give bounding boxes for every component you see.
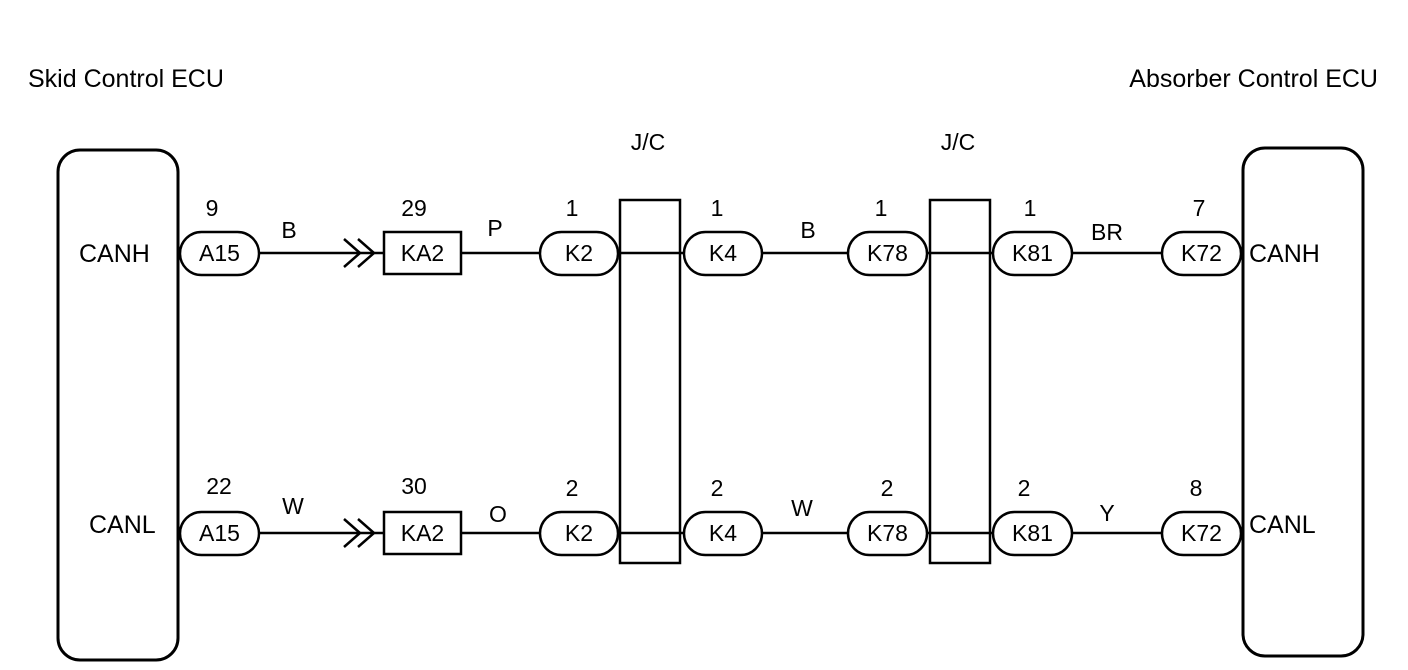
connector-ka2-canl-label: KA2 — [401, 520, 444, 546]
connector-k4-canl — [682, 510, 764, 557]
connector-a15-canh — [178, 230, 261, 277]
pin-number-ka2-canh: 29 — [401, 195, 427, 221]
connector-ka2-canh-label: KA2 — [401, 240, 444, 266]
pin-number-k4-canl: 2 — [711, 475, 724, 501]
connector-k4-canl-label: K4 — [709, 520, 737, 546]
connector-k72-canh-label: K72 — [1181, 240, 1222, 266]
absorber-ecu-pin-canh: CANH — [1249, 240, 1320, 268]
connector-k78-canl — [846, 510, 929, 557]
connector-k78-canl-label: K78 — [867, 520, 908, 546]
pin-number-a15-canl: 22 — [206, 473, 232, 499]
junction-connector-2-label: J/C — [941, 129, 976, 155]
pin-number-ka2-canl: 30 — [401, 473, 427, 499]
pin-number-a15-canh: 9 — [206, 195, 219, 221]
connector-k78-canh — [846, 230, 929, 277]
pin-number-k72-canh: 7 — [1193, 195, 1206, 221]
connector-a15-canh-label: A15 — [199, 240, 240, 266]
connector-k78-canh-label: K78 — [867, 240, 908, 266]
pin-number-k2-canh: 1 — [566, 195, 579, 221]
skid-ecu-pin-canh: CANH — [79, 240, 150, 268]
connector-a15-canl — [178, 510, 261, 557]
connector-k72-canl-label: K72 — [1181, 520, 1222, 546]
pin-number-k2-canl: 2 — [566, 475, 579, 501]
connector-ka2-canl — [382, 510, 463, 556]
pin-number-k78-canh: 1 — [875, 195, 888, 221]
absorber-ecu-pin-canl: CANL — [1249, 511, 1316, 539]
pin-number-k81-canh: 1 — [1024, 195, 1037, 221]
canl-line: A15 KA2 K2 K4 K78 K81 K72 22 30 2 2 2 2 … — [178, 473, 1243, 557]
connector-k2-canl — [538, 510, 620, 557]
connector-k81-canh-label: K81 — [1012, 240, 1053, 266]
canh-inline-arrow-outer — [343, 238, 362, 268]
connector-k4-canh-label: K4 — [709, 240, 737, 266]
canl-inline-arrow-outer — [343, 518, 362, 548]
pin-number-k81-canl: 2 — [1018, 475, 1031, 501]
connector-k2-canh-label: K2 — [565, 240, 593, 266]
connector-k4-canh — [682, 230, 764, 277]
wire-color-canl-2: O — [489, 501, 507, 527]
canh-inline-arrow-inner — [357, 238, 376, 268]
connector-k72-canl — [1160, 510, 1243, 557]
absorber-control-ecu-title: Absorber Control ECU — [1129, 65, 1378, 93]
pin-number-k4-canh: 1 — [711, 195, 724, 221]
absorber-control-ecu-box — [1241, 146, 1365, 658]
wire-color-canh-4: BR — [1091, 219, 1123, 245]
wire-color-canl-4: Y — [1099, 500, 1114, 526]
pin-number-k78-canl: 2 — [881, 475, 894, 501]
junction-connector-2 — [928, 198, 992, 565]
connector-a15-canl-label: A15 — [199, 520, 240, 546]
wire-color-canl-3: W — [791, 495, 813, 521]
connector-k81-canh — [991, 230, 1074, 277]
pin-number-k72-canl: 8 — [1190, 475, 1203, 501]
wire-color-canl-1: W — [282, 493, 304, 519]
connector-k2-canl-label: K2 — [565, 520, 593, 546]
connector-k81-canl — [991, 510, 1074, 557]
connector-k2-canh — [538, 230, 620, 277]
connector-k72-canh — [1160, 230, 1243, 277]
canl-inline-arrow-inner — [357, 518, 376, 548]
skid-ecu-pin-canl: CANL — [89, 511, 156, 539]
wire-color-canh-3: B — [800, 217, 815, 243]
canh-line: A15 KA2 K2 K4 K78 K81 K72 9 29 1 1 1 1 7… — [178, 195, 1243, 277]
connector-ka2-canh — [382, 230, 463, 276]
junction-connector-1-label: J/C — [631, 129, 666, 155]
wire-color-canh-1: B — [281, 217, 296, 243]
skid-control-ecu-box — [56, 148, 180, 662]
junction-connector-1 — [618, 198, 682, 565]
wire-color-canh-2: P — [487, 215, 502, 241]
connector-k81-canl-label: K81 — [1012, 520, 1053, 546]
skid-control-ecu-title: Skid Control ECU — [28, 65, 224, 93]
